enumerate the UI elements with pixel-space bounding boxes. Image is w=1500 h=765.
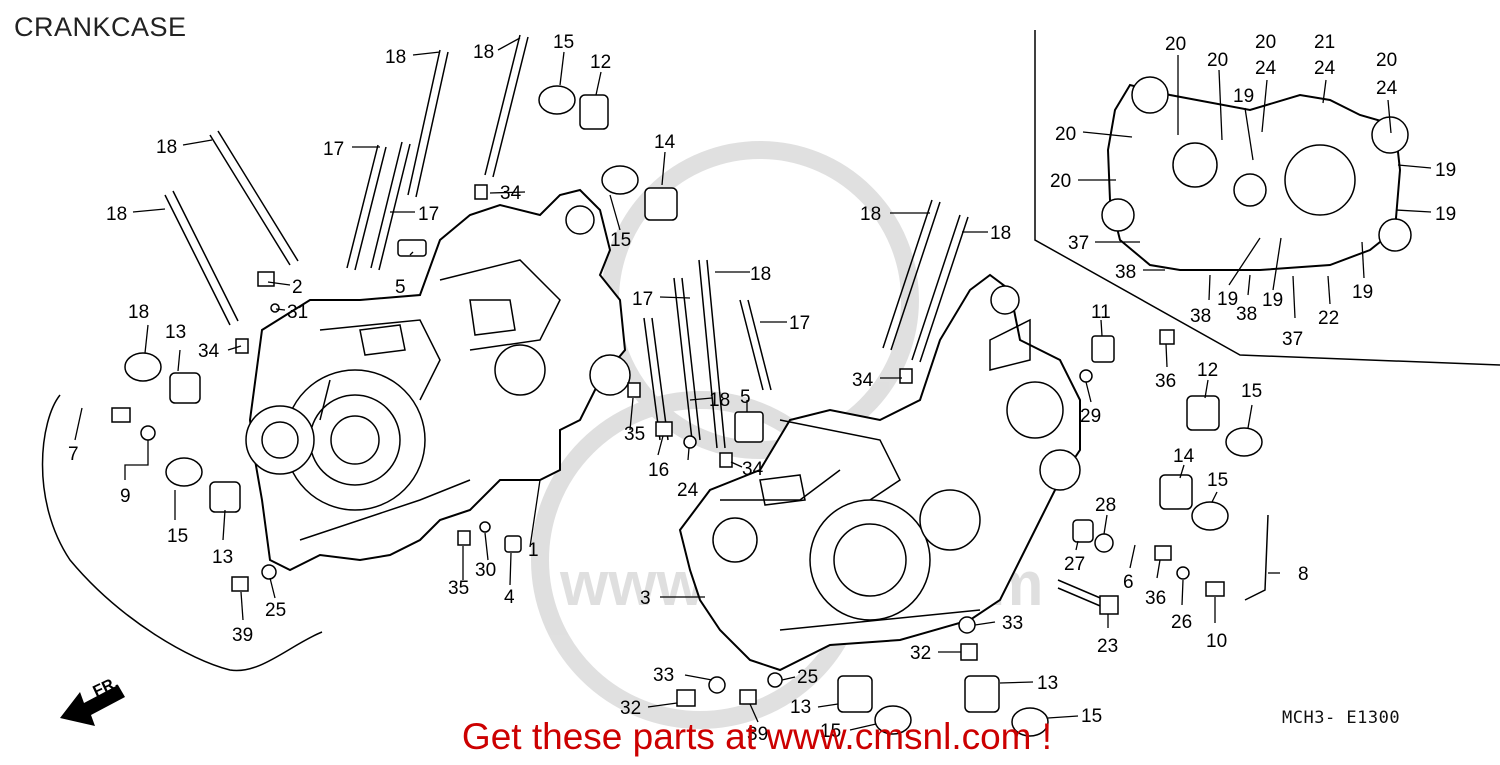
callout-label: 35 — [624, 424, 645, 445]
callout-label: 20 — [1055, 124, 1076, 145]
callout-label: 18 — [106, 204, 127, 225]
callout-label: 34 — [500, 183, 522, 204]
callout-label: 18 — [128, 302, 149, 323]
callout-label: 18 — [385, 47, 406, 68]
callout-label: 31 — [287, 302, 308, 323]
callout-label: 19 — [1262, 290, 1283, 311]
callout-label: 27 — [1064, 554, 1085, 575]
callout-label: 18 — [750, 264, 771, 285]
callout-label: 24 — [1255, 58, 1277, 79]
callout-label: 15 — [610, 230, 631, 251]
callout-label: 15 — [1081, 706, 1102, 727]
callout-label: 22 — [1318, 308, 1339, 329]
callout-label: 5 — [395, 277, 406, 298]
callout-label: 33 — [1002, 613, 1023, 634]
callout-label: 28 — [1095, 495, 1116, 516]
callout-label: 19 — [1233, 86, 1254, 107]
callout-label: 39 — [747, 724, 768, 745]
studs — [164, 34, 969, 449]
promo-banner[interactable]: Get these parts at www.cmsnl.com ! — [461, 716, 1053, 757]
callout-label: 18 — [473, 42, 494, 63]
callout-label: 14 — [654, 132, 676, 153]
callout-label: 20 — [1376, 50, 1397, 71]
callout-label: 11 — [1091, 302, 1111, 323]
callout-label: 10 — [1206, 631, 1227, 652]
callout-label: 25 — [797, 667, 818, 688]
callout-label: 20 — [1255, 32, 1276, 53]
callout-label: 15 — [553, 32, 574, 53]
left-crankcase-half — [245, 188, 631, 572]
right-crankcase-half — [678, 273, 1081, 672]
callout-label: 14 — [1173, 446, 1195, 467]
callout-label: 15 — [1241, 381, 1262, 402]
callout-label: 7 — [68, 444, 79, 465]
page-title: CRANKCASE — [14, 12, 187, 42]
callout-label: 23 — [1097, 636, 1118, 657]
callout-label: 24 — [1376, 78, 1398, 99]
callout-label: 15 — [1207, 470, 1228, 491]
callout-label: 39 — [232, 625, 253, 646]
callout-label: 26 — [1171, 612, 1192, 633]
callout-label: 38 — [1236, 304, 1257, 325]
callout-label: 38 — [1190, 306, 1211, 327]
callout-label: 4 — [504, 587, 515, 608]
callout-label: 19 — [1217, 289, 1238, 310]
callout-label: 34 — [742, 459, 764, 480]
callout-label: 20 — [1050, 171, 1071, 192]
callout-label: 13 — [165, 322, 186, 343]
callout-label: 19 — [1435, 160, 1456, 181]
small-parts — [41, 85, 1269, 737]
callout-label: 34 — [852, 370, 874, 391]
callout-label: 1 — [528, 540, 539, 561]
callout-label: 15 — [820, 721, 841, 742]
diagram-code: MCH3- E1300 — [1282, 708, 1401, 728]
callout-label: 13 — [790, 697, 811, 718]
callout-label: 8 — [1298, 564, 1309, 585]
callout-label: 17 — [789, 313, 810, 334]
callout-label: 37 — [1068, 233, 1089, 254]
callout-label: 18 — [156, 137, 177, 158]
callout-label: 3 — [640, 588, 651, 609]
callout-label: 17 — [323, 139, 344, 160]
callout-label: 15 — [167, 526, 188, 547]
callout-label: 38 — [1115, 262, 1136, 283]
callout-label: 36 — [1145, 588, 1166, 609]
callout-label: 13 — [1037, 673, 1058, 694]
callout-label: 13 — [212, 547, 233, 568]
callout-label: 36 — [1155, 371, 1176, 392]
callout-label: 24 — [677, 480, 699, 501]
callout-label: 34 — [198, 341, 220, 362]
callout-label: 37 — [1282, 329, 1303, 350]
callout-label: 18 — [860, 204, 881, 225]
callout-label: 12 — [590, 52, 611, 73]
callout-label: 32 — [910, 643, 931, 664]
callout-label: 12 — [1197, 360, 1218, 381]
callout-label: 9 — [120, 486, 131, 507]
callout-label: 30 — [475, 560, 496, 581]
callout-label: 32 — [620, 698, 641, 719]
callout-label: 17 — [632, 289, 653, 310]
leader-lines — [74, 37, 1432, 731]
callout-label: 2 — [292, 277, 303, 298]
callout-labels: 18 18 15 12 18 17 17 14 34 15 18 2 31 18… — [68, 32, 1456, 745]
callout-label: 25 — [265, 600, 286, 621]
callout-label: 20 — [1165, 34, 1186, 55]
callout-label: 24 — [1314, 58, 1336, 79]
gasket-inset — [1034, 30, 1500, 366]
callout-label: 16 — [648, 460, 669, 481]
callout-label: 19 — [1435, 204, 1456, 225]
callout-label: 19 — [1352, 282, 1373, 303]
callout-label: 18 — [709, 390, 730, 411]
callout-label: 33 — [653, 665, 674, 686]
callout-label: 29 — [1080, 406, 1101, 427]
callout-label: 6 — [1123, 572, 1134, 593]
callout-label: 20 — [1207, 50, 1228, 71]
callout-label: 18 — [990, 223, 1011, 244]
callout-label: 21 — [1314, 32, 1335, 53]
callout-label: 17 — [418, 204, 439, 225]
callout-label: 5 — [740, 387, 751, 408]
callout-label: 35 — [448, 578, 469, 599]
